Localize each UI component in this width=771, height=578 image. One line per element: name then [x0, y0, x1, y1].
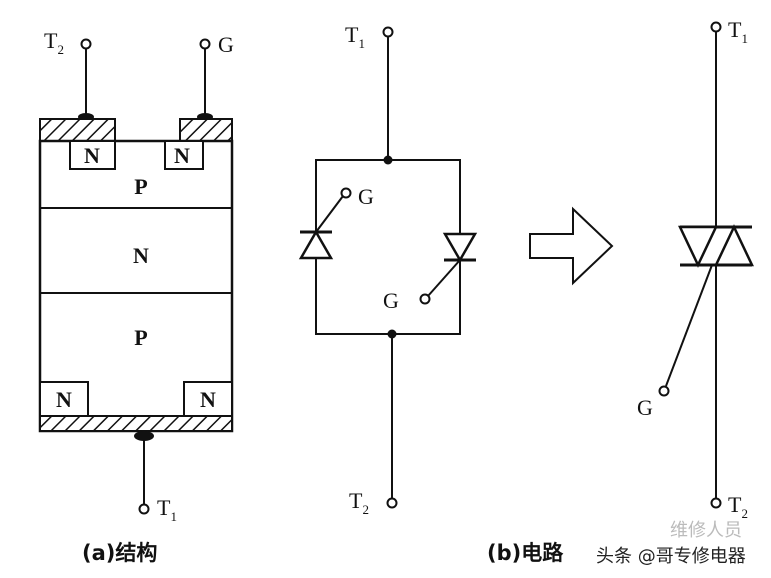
- circuit-scr-left-gate-lead: [315, 195, 344, 233]
- circuit-scr-right-gate-lead: [427, 259, 461, 297]
- circuit-gate-upper-terminal: [340, 187, 352, 199]
- structure-layer-p-bottom: P: [134, 325, 147, 350]
- structure-top-n-left: [69, 140, 116, 170]
- circuit-scr-right: [442, 232, 478, 263]
- symbol-gate-lead: [665, 264, 713, 387]
- circuit-t1-label: T1: [345, 22, 365, 51]
- circuit-scr-left: [298, 229, 334, 260]
- circuit-t2-label: T2: [349, 488, 369, 517]
- structure-top-n-right: [164, 140, 204, 170]
- circuit-gate-lower-label: G: [383, 288, 399, 313]
- circuit-gate-lower-terminal: [419, 293, 431, 305]
- structure-t2-label: T2: [44, 28, 64, 57]
- structure-panel: T2 G N N P N P N N T1: [38, 28, 234, 565]
- structure-top-contact-left: [39, 118, 116, 142]
- structure-layer-n-mid: N: [133, 243, 149, 268]
- symbol-t1-terminal: [710, 21, 722, 33]
- structure-layer-p-top: P: [134, 174, 147, 199]
- symbol-triangle-up: [714, 224, 754, 267]
- symbol-gate-label: G: [637, 395, 653, 420]
- watermark-faint-text: 维修人员: [670, 520, 742, 541]
- circuit-caption: (b)电路: [487, 541, 564, 565]
- symbol-panel: T1 T2 G: [637, 17, 754, 521]
- structure-top-contact-right: [179, 118, 233, 142]
- equivalence-arrow-icon: [529, 206, 614, 286]
- structure-bottom-n-right-label: N: [200, 387, 216, 412]
- structure-top-n-left-label: N: [84, 143, 100, 168]
- circuit-t1-terminal: [382, 26, 394, 38]
- structure-g-terminal: [199, 38, 211, 50]
- structure-bottom-contact: [39, 415, 233, 432]
- structure-t2-terminal: [80, 38, 92, 50]
- structure-t1-label: T1: [157, 495, 177, 524]
- symbol-t2-label: T2: [728, 492, 748, 521]
- circuit-panel: T1 G G T2 (b)电路: [298, 22, 564, 565]
- circuit-gate-upper-label: G: [358, 184, 374, 209]
- structure-top-n-right-label: N: [174, 143, 190, 168]
- symbol-t2-terminal: [710, 497, 722, 509]
- structure-g-label: G: [218, 32, 234, 57]
- symbol-gate-terminal: [658, 385, 670, 397]
- structure-bottom-n-left-label: N: [56, 387, 72, 412]
- symbol-triangle-down: [678, 225, 718, 268]
- circuit-t2-terminal: [386, 497, 398, 509]
- symbol-t1-label: T1: [728, 17, 748, 46]
- watermark-text: 头条 @哥专修电器: [596, 546, 746, 567]
- structure-t1-terminal: [138, 503, 150, 515]
- structure-caption: (a)结构: [82, 541, 157, 565]
